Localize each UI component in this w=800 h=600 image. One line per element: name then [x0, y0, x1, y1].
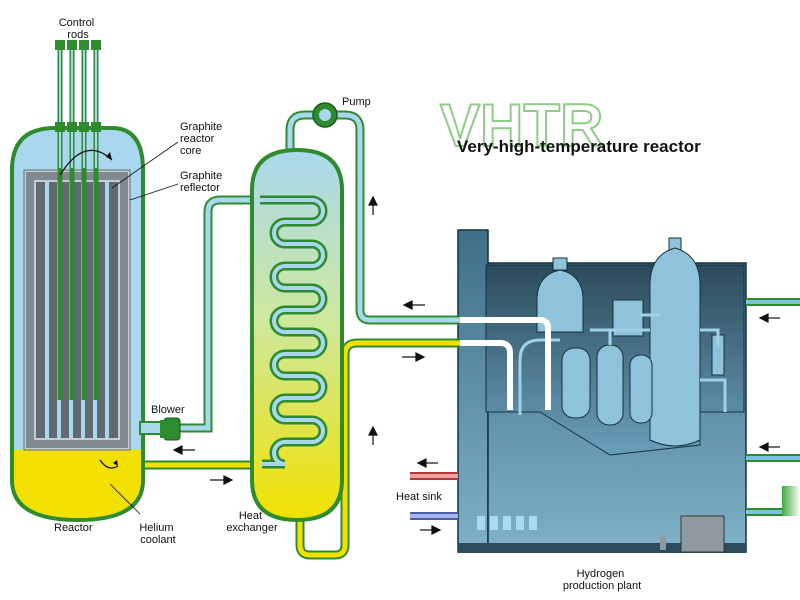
blower [139, 417, 181, 441]
flow-arrows [172, 195, 780, 535]
label-graphite-reflector: Graphite reflector [180, 170, 225, 194]
hydrogen-production-plant [457, 229, 747, 553]
title-acronym: VHTR [440, 92, 603, 159]
label-reactor: Reactor [54, 522, 93, 534]
control-rods [55, 40, 101, 400]
plant-door [680, 515, 725, 553]
graphite-reactor-core [36, 182, 118, 438]
pump [312, 102, 338, 128]
hot-secondary-loop [295, 338, 460, 560]
reactor-vessel [10, 40, 145, 523]
label-heat-sink: Heat sink [396, 491, 442, 503]
heat-sink-pipes [410, 472, 458, 520]
plant-internal-piping [518, 313, 727, 415]
cool-helium-loop [160, 195, 260, 433]
plant-outlet-pipes [746, 298, 800, 516]
plant-windows [477, 516, 537, 530]
label-control-rods: Control rods [59, 17, 98, 41]
leader-lines [109, 141, 179, 515]
label-heat-exchanger: Heat exchanger [226, 510, 278, 534]
plant-entry-pipes [460, 317, 551, 410]
title-subtitle: Very-high-temperature reactor [457, 137, 701, 156]
pump-loop [285, 110, 460, 325]
label-blower: Blower [151, 404, 185, 416]
label-graphite-reactor-core: Graphite reactor core [180, 121, 225, 157]
label-hydrogen-production-plant: Hydrogen production plant [563, 568, 641, 592]
heat-exchanger [250, 147, 344, 523]
label-helium-coolant: Helium coolant [139, 522, 176, 546]
label-pump: Pump [342, 96, 371, 108]
plant-tanks [536, 237, 725, 447]
helium-coolant-pool [14, 450, 141, 518]
